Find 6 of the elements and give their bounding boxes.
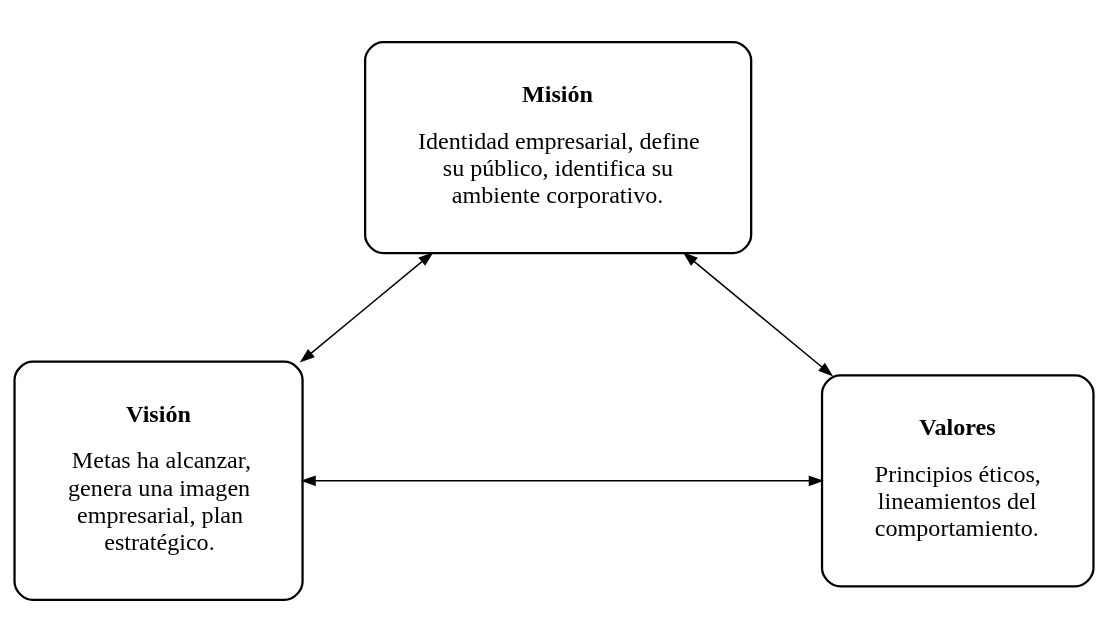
node-box: Valores Principios éticos, lineamientos del comportamiento.: [820, 373, 1095, 588]
arrow: [299, 251, 434, 363]
node-box: Visión Metas ha alcanzar, genera una imagen empresarial, plan estratégico.: [13, 360, 304, 601]
arrow: [682, 251, 834, 376]
node-box: Misión Identidad empresarial, define su público, identifica su ambiente corporativo.: [364, 40, 753, 254]
arrow: [300, 475, 824, 486]
